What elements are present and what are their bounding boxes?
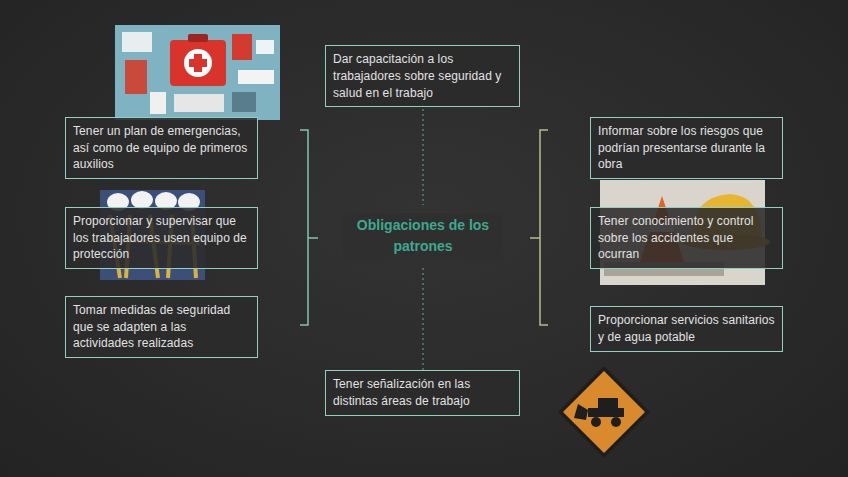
loader-wheel bbox=[591, 417, 601, 427]
supply-item bbox=[232, 34, 252, 60]
text-box: Informar sobre los riesgos que podrían p… bbox=[590, 117, 783, 179]
kit-case bbox=[170, 40, 226, 86]
sign-border bbox=[558, 366, 650, 458]
dotted-guide bbox=[423, 104, 424, 205]
supply-item bbox=[174, 94, 224, 112]
text-box: Tener un plan de emergencias, así como d… bbox=[65, 117, 258, 179]
loader-body bbox=[588, 408, 624, 417]
box-text: Dar capacitación a los trabajadores sobr… bbox=[333, 51, 512, 101]
text-box: Tomar medidas de seguridad que se adapte… bbox=[65, 296, 258, 358]
supply-item bbox=[232, 92, 256, 112]
loader-bucket bbox=[574, 404, 588, 420]
kit-cross bbox=[189, 59, 207, 67]
picture-ground bbox=[115, 25, 280, 120]
box-text: Tener conocimiento y control sobre los a… bbox=[598, 213, 775, 263]
supply-item bbox=[150, 92, 166, 114]
construction-sign bbox=[558, 366, 650, 458]
left-bracket bbox=[300, 130, 318, 325]
text-box: Tener señalización en las distintas área… bbox=[325, 370, 520, 416]
text-box: Tener conocimiento y control sobre los a… bbox=[590, 207, 783, 269]
box-text: Informar sobre los riesgos que podrían p… bbox=[598, 123, 775, 173]
right-bracket bbox=[530, 130, 548, 325]
supply-item bbox=[238, 70, 274, 84]
text-box: Proporcionar servicios sanitarios y de a… bbox=[590, 306, 783, 352]
box-text: Proporcionar servicios sanitarios y de a… bbox=[598, 312, 775, 346]
kit-handle bbox=[188, 34, 208, 42]
kit-cross-ground bbox=[184, 49, 212, 77]
loader-wheel bbox=[611, 417, 621, 427]
central-title: Obligaciones de los patrones bbox=[343, 213, 503, 259]
supply-item bbox=[256, 40, 274, 54]
box-text: Proporcionar y supervisar que los trabaj… bbox=[73, 213, 250, 263]
first-aid-picture bbox=[115, 25, 280, 120]
dotted-guide bbox=[423, 268, 424, 372]
text-box: Proporcionar y supervisar que los trabaj… bbox=[65, 207, 258, 269]
sign-face bbox=[563, 371, 645, 453]
box-text: Tener un plan de emergencias, así como d… bbox=[73, 123, 250, 173]
box-text: Tomar medidas de seguridad que se adapte… bbox=[73, 302, 250, 352]
supply-item bbox=[125, 60, 147, 94]
box-text: Tener señalización en las distintas área… bbox=[333, 376, 512, 410]
text-box: Dar capacitación a los trabajadores sobr… bbox=[325, 45, 520, 107]
supply-item bbox=[122, 32, 152, 52]
